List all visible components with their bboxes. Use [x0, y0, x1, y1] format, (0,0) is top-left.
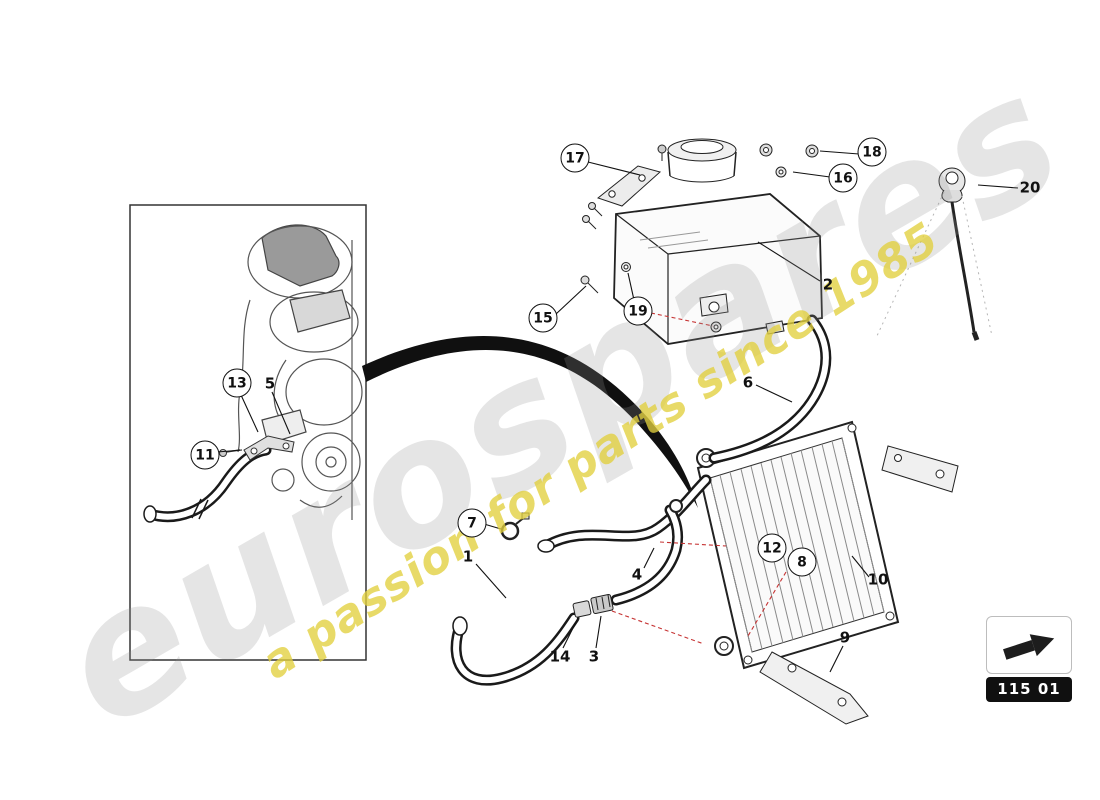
callout-14[interactable]: 14: [549, 647, 571, 666]
radiator: [696, 420, 900, 670]
page-code: 115 01: [986, 677, 1072, 702]
radiator-bracket-right: [881, 445, 959, 493]
hose-6: [708, 314, 832, 464]
callout-11[interactable]: 11: [190, 440, 220, 470]
reservoir-tank: [613, 138, 823, 345]
fastener-icons: [580, 143, 819, 333]
callout-5[interactable]: 5: [264, 374, 276, 393]
callout-6[interactable]: 6: [742, 373, 754, 392]
page-nav-card[interactable]: 115 01: [986, 616, 1072, 702]
callout-1[interactable]: 1: [462, 547, 474, 566]
hose-connectors: [572, 499, 683, 618]
callout-10[interactable]: 10: [867, 570, 889, 589]
callout-9[interactable]: 9: [839, 628, 851, 647]
callout-19[interactable]: 19: [623, 296, 653, 326]
hose-4: [537, 474, 712, 553]
tank-bracket: [596, 165, 662, 207]
callout-18[interactable]: 18: [857, 137, 887, 167]
inset-panel: [129, 204, 367, 661]
radiator-bracket-bottom: [759, 651, 869, 725]
callout-16[interactable]: 16: [828, 163, 858, 193]
callout-2[interactable]: 2: [822, 275, 834, 294]
callout-8[interactable]: 8: [787, 547, 817, 577]
callout-17[interactable]: 17: [560, 143, 590, 173]
clamp-7: [500, 512, 530, 541]
callout-15[interactable]: 15: [528, 303, 558, 333]
callout-3[interactable]: 3: [588, 647, 600, 666]
callout-4[interactable]: 4: [631, 565, 643, 584]
callout-7[interactable]: 7: [457, 508, 487, 538]
callout-12[interactable]: 12: [757, 533, 787, 563]
transition-arrow: [362, 336, 698, 508]
engine-inset-art: [237, 224, 363, 520]
dipstick: [938, 167, 980, 341]
red-leader-lines: [611, 312, 787, 645]
callout-13[interactable]: 13: [222, 368, 252, 398]
leader-lines: [216, 150, 1019, 673]
arrow-icon: [986, 616, 1072, 674]
hose-1: [450, 504, 684, 686]
callout-20[interactable]: 20: [1019, 178, 1041, 197]
